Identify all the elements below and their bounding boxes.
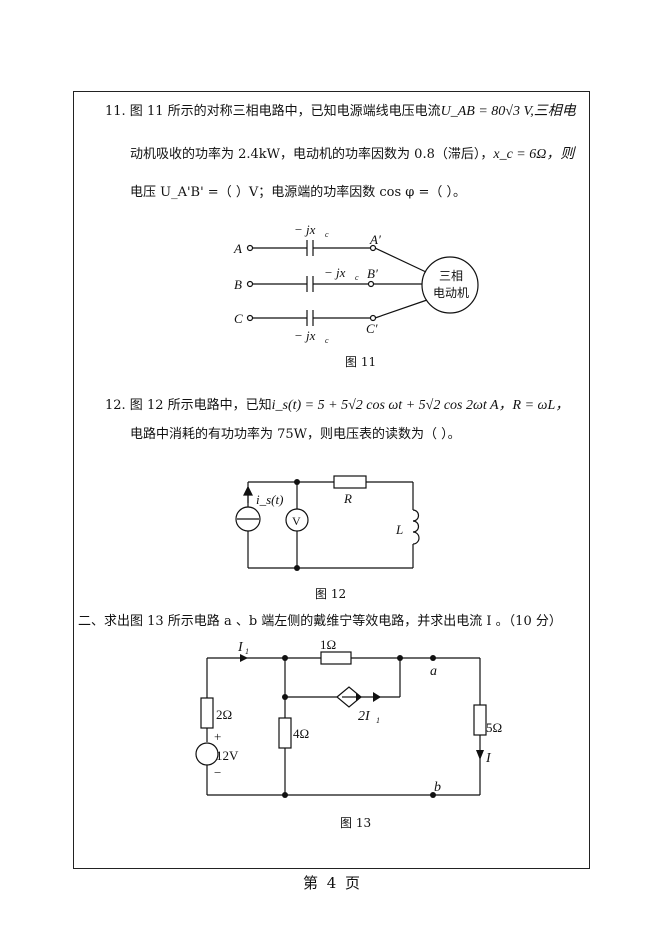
- fig12-resistor-label: R: [343, 491, 352, 506]
- fig13-dep-sub: 1: [376, 716, 380, 725]
- q11-formula-uab: U_AB = 80√3 V,三相电: [440, 104, 576, 119]
- q11-line2: 动机吸收的功率为 2.4kW，电动机的功率因数为 0.8（滞后），x_c = 6…: [130, 147, 575, 162]
- fig13-r4-label: 4Ω: [293, 726, 309, 741]
- fig11-node-b-prime: B′: [367, 266, 378, 281]
- fig13-vs-label: 12V: [216, 748, 239, 763]
- fig11-node-c: C: [234, 311, 243, 326]
- fig13-node-b: b: [434, 780, 441, 795]
- part2-question: 二、求出图 13 所示电路 a 、b 端左侧的戴维宁等效电路，并求出电流 I 。…: [78, 614, 562, 629]
- figure-12-caption: 图 12: [315, 587, 347, 601]
- fig11-node-a-prime: A′: [369, 232, 381, 247]
- fig13-r5-label: 5Ω: [486, 720, 502, 735]
- fig11-motor-label-2: 电动机: [433, 286, 469, 300]
- fig13-plus-sign: +: [214, 729, 221, 744]
- fig13-minus-sign: −: [214, 765, 221, 780]
- figure-13-caption: 图 13: [340, 816, 372, 830]
- figure-11-caption: 图 11: [345, 355, 377, 369]
- q12-formula: i_s(t) = 5 + 5√2 cos ωt + 5√2 cos 2ωt A，…: [271, 398, 570, 413]
- fig13-r1-label: 1Ω: [320, 637, 336, 652]
- page-number: 第 4 页: [302, 874, 363, 892]
- figure-13-circuit: 1Ω 2Ω 4Ω 5Ω 12V + − I 1 2I 1 a b I: [195, 637, 502, 798]
- fig12-voltmeter-label: V: [292, 514, 301, 528]
- fig13-current-label: I: [485, 751, 492, 766]
- q11-line3: 电压 U_A'B' =（ ）V；电源端的功率因数 cos φ =（ ）。: [130, 185, 467, 200]
- fig11-cap-a-label: − jx: [294, 222, 316, 237]
- fig12-inductor-label: L: [395, 522, 403, 537]
- fig13-i1-label: I: [237, 640, 244, 655]
- fig11-node-b: B: [234, 277, 242, 292]
- fig11-cap-b-label: − jx: [324, 265, 346, 280]
- fig13-dep-label: 2I: [358, 709, 371, 724]
- q12-line2: 电路中消耗的有功功率为 75W，则电压表的读数为（ ）。: [130, 427, 461, 442]
- figure-12-circuit: i_s(t) R L V: [235, 475, 420, 571]
- fig11-cap-b-sub: c: [355, 273, 359, 282]
- fig11-node-a: A: [233, 241, 242, 256]
- fig12-source-label: i_s(t): [256, 492, 283, 507]
- exam-frame: [73, 91, 590, 869]
- fig11-motor-label-1: 三相: [439, 269, 463, 283]
- fig13-node-a: a: [430, 664, 437, 679]
- fig11-cap-a-sub: c: [325, 230, 329, 239]
- fig13-i1-sub: 1: [245, 647, 249, 656]
- q11-formula-xc: x_c = 6Ω，则: [493, 147, 575, 162]
- fig11-node-c-prime: C′: [366, 321, 378, 336]
- q11-line1: 11. 图 11 所示的对称三相电路中，已知电源端线电压电流U_AB = 80√…: [105, 104, 576, 119]
- fig11-cap-c-label: − jx: [294, 328, 316, 343]
- figure-11-circuit: A B C A′ B′ C′ − jx − jx − jx c c c 三相 电…: [233, 222, 479, 345]
- fig11-cap-c-sub: c: [325, 336, 329, 345]
- q12-line1: 12. 图 12 所示电路中，已知i_s(t) = 5 + 5√2 cos ωt…: [105, 398, 570, 413]
- fig13-r2-label: 2Ω: [216, 707, 232, 722]
